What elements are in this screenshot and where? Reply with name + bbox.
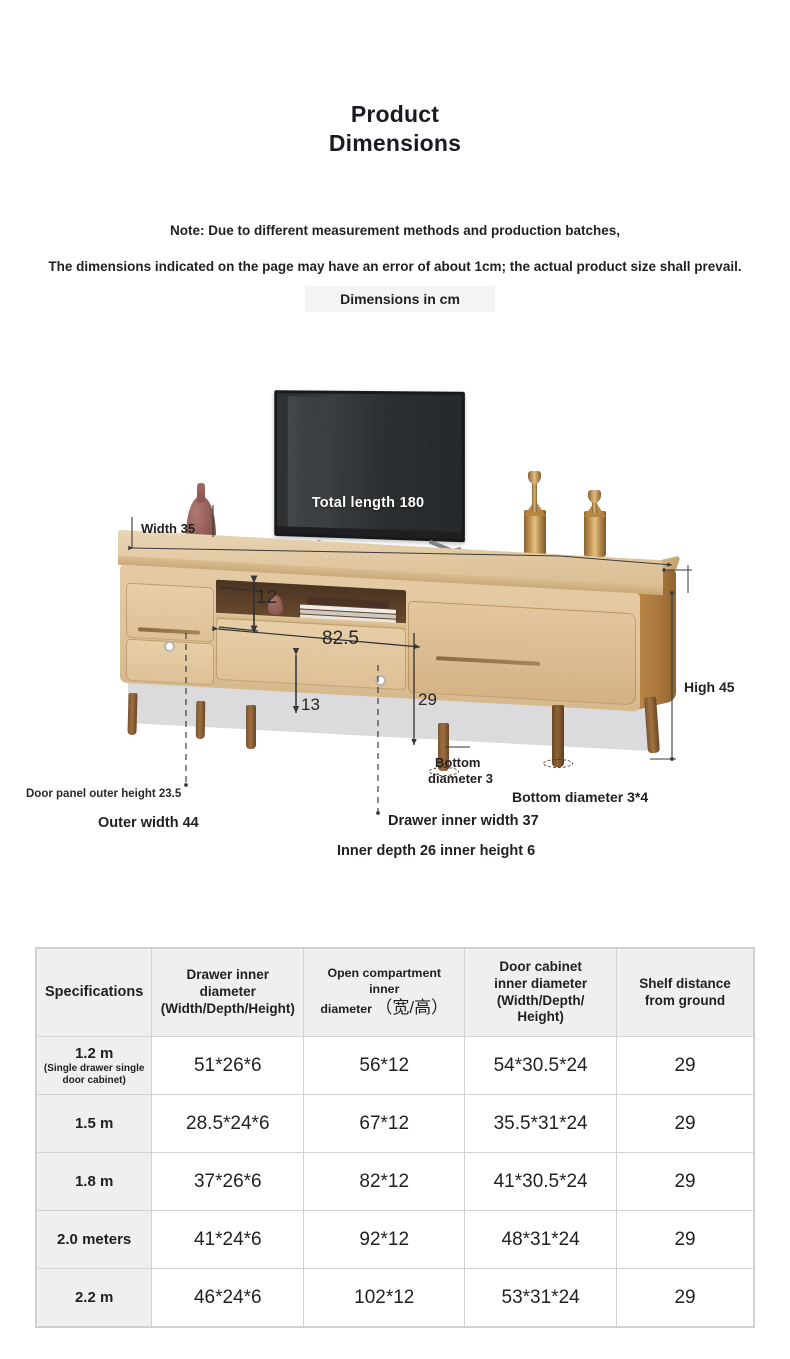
cabinet-leg bbox=[246, 705, 256, 749]
compartment-height-12-label: 12 bbox=[256, 587, 278, 608]
cell-drawer-inner-diameter: 41*24*6 bbox=[151, 1210, 305, 1269]
column-header-drawer-inner-diameter: Drawer inner diameter (Width/Depth/Heigh… bbox=[151, 948, 305, 1037]
cell-door-cabinet-inner-diameter: 54*30.5*24 bbox=[464, 1036, 618, 1095]
col4-line1: Door cabinet bbox=[499, 958, 582, 974]
unit-badge: Dimensions in cm bbox=[305, 286, 495, 312]
col3-cjk-width-height: （宽/高） bbox=[375, 998, 449, 1018]
cell-shelf-distance-from-ground: 29 bbox=[616, 1210, 754, 1269]
shelf-distance-29-label: 29 bbox=[418, 690, 437, 709]
bottom-diameter-3-label-line1: Bottom bbox=[435, 755, 481, 770]
television: Total length 180 bbox=[272, 390, 472, 566]
column-header-specifications: Specifications bbox=[35, 948, 153, 1037]
cell-open-compartment-inner-diameter: 92*12 bbox=[303, 1210, 466, 1269]
cell-door-cabinet-inner-diameter: 35.5*31*24 bbox=[464, 1094, 618, 1153]
cell-drawer-inner-diameter: 28.5*24*6 bbox=[151, 1094, 305, 1153]
table-header-row: Specifications Drawer inner diameter (Wi… bbox=[35, 948, 754, 1037]
disclaimer-line-1: Note: Due to different measurement metho… bbox=[169, 223, 621, 238]
outer-width-44-label: Outer width 44 bbox=[98, 815, 199, 831]
cell-shelf-distance-from-ground: 29 bbox=[616, 1152, 754, 1211]
knob-left bbox=[164, 641, 175, 652]
brass-candlestick-short bbox=[584, 487, 610, 557]
col3-line2: diameter bbox=[320, 1002, 372, 1017]
col4-line3: (Width/Depth/ bbox=[496, 992, 585, 1008]
cabinet-leg bbox=[438, 723, 449, 771]
foot-diameter-marker bbox=[543, 759, 573, 768]
disclaimer-line-2: The dimensions indicated on the page may… bbox=[48, 259, 742, 274]
col2-line2: diameter bbox=[199, 984, 256, 1000]
brass-candlestick-tall bbox=[524, 468, 550, 556]
col2-line1: Drawer inner bbox=[186, 967, 270, 983]
row-header-specification: 2.2 m bbox=[35, 1268, 153, 1327]
candlestick-cup bbox=[528, 471, 541, 484]
knob-middle bbox=[375, 675, 386, 686]
inner-depth-height-label: Inner depth 26 inner height 6 bbox=[337, 843, 536, 859]
cell-shelf-distance-from-ground: 29 bbox=[616, 1094, 754, 1153]
candlestick-stem bbox=[592, 501, 597, 513]
compartment-width-82-5-label: 82.5 bbox=[322, 628, 359, 649]
col2-line3: (Width/Depth/Height) bbox=[160, 1000, 295, 1016]
cell-drawer-inner-diameter: 51*26*6 bbox=[151, 1036, 305, 1095]
page-title-line2: Dimensions bbox=[328, 130, 462, 157]
page-title: Product Dimensions bbox=[0, 100, 790, 159]
candlestick-cup bbox=[588, 490, 601, 503]
table-header: Specifications Drawer inner diameter (Wi… bbox=[35, 948, 754, 1037]
col5-line2: from ground bbox=[644, 992, 726, 1008]
column-header-door-cabinet-inner-diameter: Door cabinet inner diameter (Width/Depth… bbox=[464, 948, 618, 1037]
row-header-sublabel: (Single drawer single door cabinet) bbox=[43, 1062, 145, 1086]
cell-door-cabinet-inner-diameter: 41*30.5*24 bbox=[464, 1152, 618, 1211]
ground-clearance-13-label: 13 bbox=[301, 695, 320, 714]
total-length-label: Total length 180 bbox=[311, 495, 425, 511]
cell-drawer-inner-diameter: 37*26*6 bbox=[151, 1152, 305, 1211]
dimension-lines bbox=[128, 505, 692, 815]
candlestick-stem bbox=[532, 482, 537, 512]
col4-line2: inner diameter bbox=[494, 975, 588, 991]
col3-line1: Open compartment inner bbox=[327, 966, 442, 996]
cell-open-compartment-inner-diameter: 67*12 bbox=[303, 1094, 466, 1153]
column-header-shelf-distance-from-ground: Shelf distance from ground bbox=[616, 948, 754, 1037]
drawer-inner-width-37-label: Drawer inner width 37 bbox=[388, 813, 539, 829]
cell-door-cabinet-inner-diameter: 48*31*24 bbox=[464, 1210, 618, 1269]
row-header-specification: 1.8 m bbox=[35, 1152, 153, 1211]
cell-door-cabinet-inner-diameter: 53*31*24 bbox=[464, 1268, 618, 1327]
width-35-label: Width 35 bbox=[141, 521, 196, 536]
cell-shelf-distance-from-ground: 29 bbox=[616, 1036, 754, 1095]
row-header-specification: 1.5 m bbox=[35, 1094, 153, 1153]
bottom-diameter-3-label-line2: diameter 3 bbox=[428, 771, 494, 786]
specifications-table: Specifications Drawer inner diameter (Wi… bbox=[35, 948, 754, 1327]
cell-open-compartment-inner-diameter: 56*12 bbox=[303, 1036, 466, 1095]
candlestick-base bbox=[584, 511, 606, 557]
col5-line1: Shelf distance bbox=[639, 975, 731, 991]
foot-diameter-marker bbox=[429, 767, 459, 776]
tv-cabinet bbox=[118, 529, 682, 776]
door-panel-outer-height-label: Door panel outer height 23.5 bbox=[26, 788, 182, 800]
row-header-specification: 1.2 m(Single drawer single door cabinet) bbox=[35, 1036, 153, 1095]
col4-line4: Height) bbox=[517, 1009, 564, 1025]
high-45-label: High 45 bbox=[684, 679, 735, 695]
bottom-diameter-3x4-label: Bottom diameter 3*4 bbox=[512, 789, 649, 805]
cell-drawer-inner-diameter: 46*24*6 bbox=[151, 1268, 305, 1327]
cell-shelf-distance-from-ground: 29 bbox=[616, 1268, 754, 1327]
product-illustration: Total length 180 bbox=[0, 365, 790, 885]
row-header-specification: 2.0 meters bbox=[35, 1210, 153, 1269]
cell-open-compartment-inner-diameter: 82*12 bbox=[303, 1152, 466, 1211]
cell-open-compartment-inner-diameter: 102*12 bbox=[303, 1268, 466, 1327]
column-header-open-compartment-inner-diameter: Open compartment inner diameter （宽/高） bbox=[303, 948, 466, 1037]
table-body: 1.2 m(Single drawer single door cabinet)… bbox=[35, 1036, 754, 1327]
page-title-line1: Product bbox=[350, 101, 440, 127]
table-row: 1.2 m(Single drawer single door cabinet)… bbox=[35, 1036, 754, 1095]
candlestick-base bbox=[524, 510, 546, 556]
cabinet-leg bbox=[552, 705, 564, 767]
